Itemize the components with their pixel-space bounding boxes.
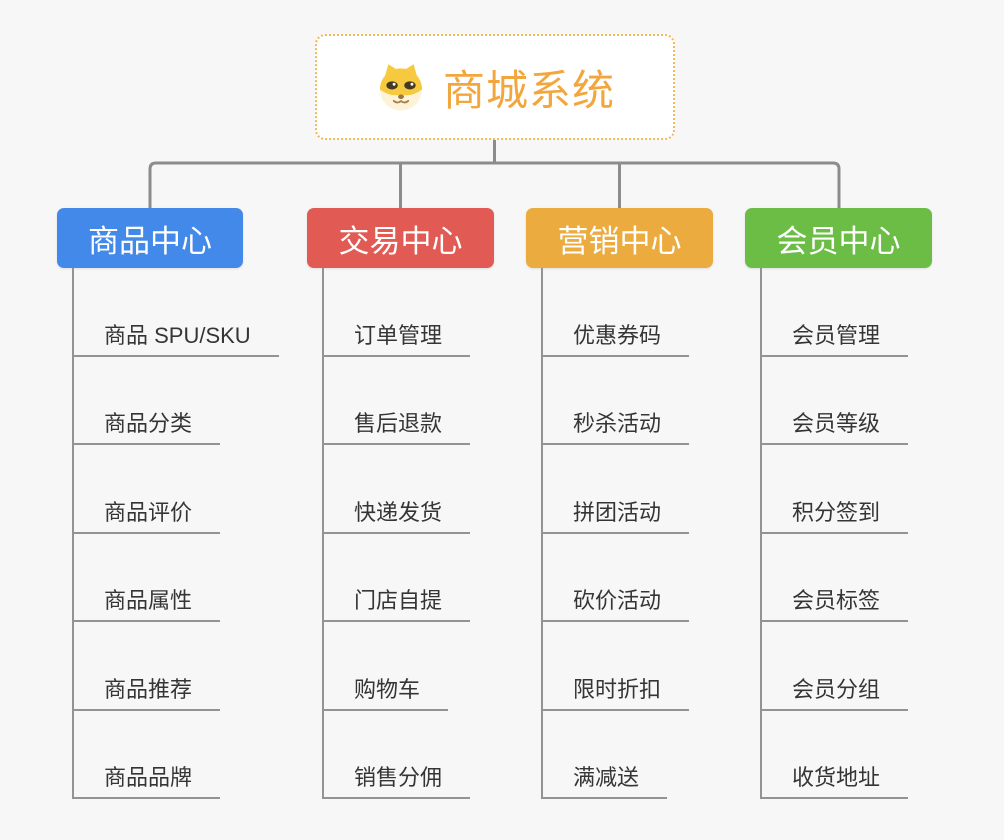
leaf-node[interactable]: 限时折扣 xyxy=(543,622,690,711)
leaf-node[interactable]: 会员标签 xyxy=(762,534,909,622)
leaf-node[interactable]: 满减送 xyxy=(543,711,668,799)
leaf-node[interactable]: 快递发货 xyxy=(324,445,471,534)
dog-face-icon xyxy=(379,64,423,111)
branch-header-trade[interactable]: 交易中心 xyxy=(307,208,494,268)
leaf-node[interactable]: 商品评价 xyxy=(74,445,221,534)
branch-header-marketing[interactable]: 营销中心 xyxy=(526,208,713,268)
leaf-node[interactable]: 收货地址 xyxy=(762,711,909,799)
leaf-node[interactable]: 门店自提 xyxy=(324,534,471,622)
leaf-node[interactable]: 销售分佣 xyxy=(324,711,471,799)
root-title: 商城系统 xyxy=(442,66,615,114)
leaf-node[interactable]: 会员分组 xyxy=(762,622,909,711)
leaf-node[interactable]: 购物车 xyxy=(324,622,449,711)
leaf-node[interactable]: 商品分类 xyxy=(74,357,221,445)
leaf-node[interactable]: 商品属性 xyxy=(74,534,221,622)
branch-node-marketing: 营销中心 优惠券码 秒杀活动 拼团活动 砍价活动 限时折扣 满减送 xyxy=(526,208,713,799)
leaf-node[interactable]: 会员管理 xyxy=(762,268,909,357)
root-node[interactable]: 商城系统 xyxy=(315,34,675,140)
leaf-node[interactable]: 商品品牌 xyxy=(74,711,221,799)
leaf-node[interactable]: 售后退款 xyxy=(324,357,471,445)
branch-node-trade: 交易中心 订单管理 售后退款 快递发货 门店自提 购物车 销售分佣 xyxy=(307,208,494,799)
branch-header-product[interactable]: 商品中心 xyxy=(57,208,243,268)
branch-items-member: 会员管理 会员等级 积分签到 会员标签 会员分组 收货地址 xyxy=(760,268,932,799)
branch-items-marketing: 优惠券码 秒杀活动 拼团活动 砍价活动 限时折扣 满减送 xyxy=(541,268,713,799)
branch-items-product: 商品 SPU/SKU 商品分类 商品评价 商品属性 商品推荐 商品品牌 xyxy=(72,268,279,799)
leaf-node[interactable]: 会员等级 xyxy=(762,357,909,445)
leaf-node[interactable]: 商品推荐 xyxy=(74,622,221,711)
leaf-node[interactable]: 秒杀活动 xyxy=(543,357,690,445)
branch-items-trade: 订单管理 售后退款 快递发货 门店自提 购物车 销售分佣 xyxy=(322,268,494,799)
branch-node-member: 会员中心 会员管理 会员等级 积分签到 会员标签 会员分组 收货地址 xyxy=(745,208,932,799)
leaf-node[interactable]: 积分签到 xyxy=(762,445,909,534)
leaf-node[interactable]: 优惠券码 xyxy=(543,268,690,357)
branch-node-product: 商品中心 商品 SPU/SKU 商品分类 商品评价 商品属性 商品推荐 商品品牌 xyxy=(57,208,279,799)
leaf-node[interactable]: 订单管理 xyxy=(324,268,471,357)
leaf-node[interactable]: 商品 SPU/SKU xyxy=(74,268,279,357)
leaf-node[interactable]: 砍价活动 xyxy=(543,534,690,622)
leaf-node[interactable]: 拼团活动 xyxy=(543,445,690,534)
branch-header-member[interactable]: 会员中心 xyxy=(745,208,932,268)
